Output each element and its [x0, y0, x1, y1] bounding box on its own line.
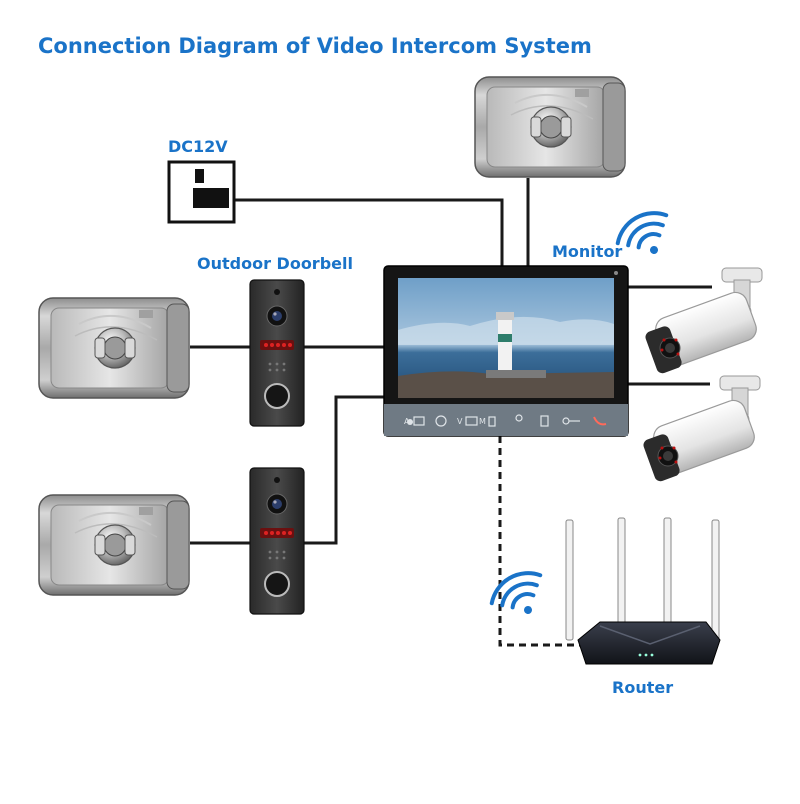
monitor-button-label: M: [479, 417, 486, 426]
router-label: Router: [612, 678, 674, 697]
monitor-button-label: V: [457, 417, 463, 426]
lock-icon: [38, 494, 190, 596]
wire-network-dashed: [498, 436, 580, 647]
monitor-button-label: A: [404, 417, 410, 426]
monitor-label: Monitor: [552, 242, 623, 261]
diagram-title: Connection Diagram of Video Intercom Sys…: [38, 34, 592, 58]
camera-icon: [641, 375, 761, 484]
lock-icon: [38, 297, 190, 399]
wiring: [190, 178, 712, 545]
power-outlet-icon: [167, 160, 236, 224]
wifi-icon: [483, 562, 557, 630]
doorbell-label: Outdoor Doorbell: [197, 254, 353, 273]
wire-bell2-monitor: [304, 395, 384, 545]
monitor-icon: [383, 265, 629, 437]
camera-icon: [643, 267, 763, 376]
doorbell-icon: [249, 467, 305, 615]
wire-power: [234, 198, 504, 268]
doorbell-icon: [249, 279, 305, 427]
lock-icon: [474, 76, 626, 178]
router-icon: [565, 517, 721, 665]
power-label: DC12V: [168, 137, 228, 156]
